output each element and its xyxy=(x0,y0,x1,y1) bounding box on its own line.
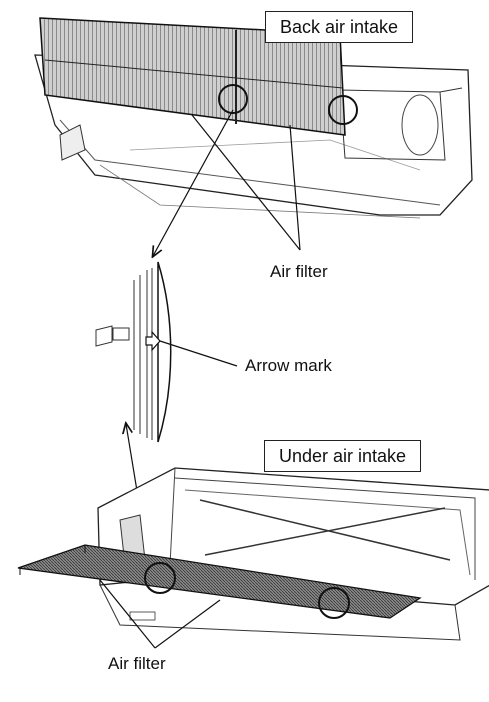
top-filter-circle-left xyxy=(218,84,248,114)
top-air-filter xyxy=(39,17,346,136)
top-air-filter-leaders xyxy=(191,114,301,251)
detail-arrow-top xyxy=(153,109,234,256)
label-air-filter-bottom: Air filter xyxy=(108,654,166,673)
label-under-air-intake: Under air intake xyxy=(264,440,422,472)
arrow-mark-detail xyxy=(95,261,172,443)
bottom-air-filter-leaders xyxy=(99,579,221,649)
bottom-filter-circle-right xyxy=(318,587,350,619)
label-air-filter-top: Air filter xyxy=(270,262,328,281)
label-arrow-mark: Arrow mark xyxy=(245,356,332,375)
bottom-filter-circle-left xyxy=(144,562,176,594)
bottom-indoor-unit xyxy=(97,467,489,641)
top-filter-circle-right xyxy=(328,95,358,125)
label-back-air-intake: Back air intake xyxy=(265,11,414,43)
arrow-mark-leader xyxy=(159,340,238,367)
